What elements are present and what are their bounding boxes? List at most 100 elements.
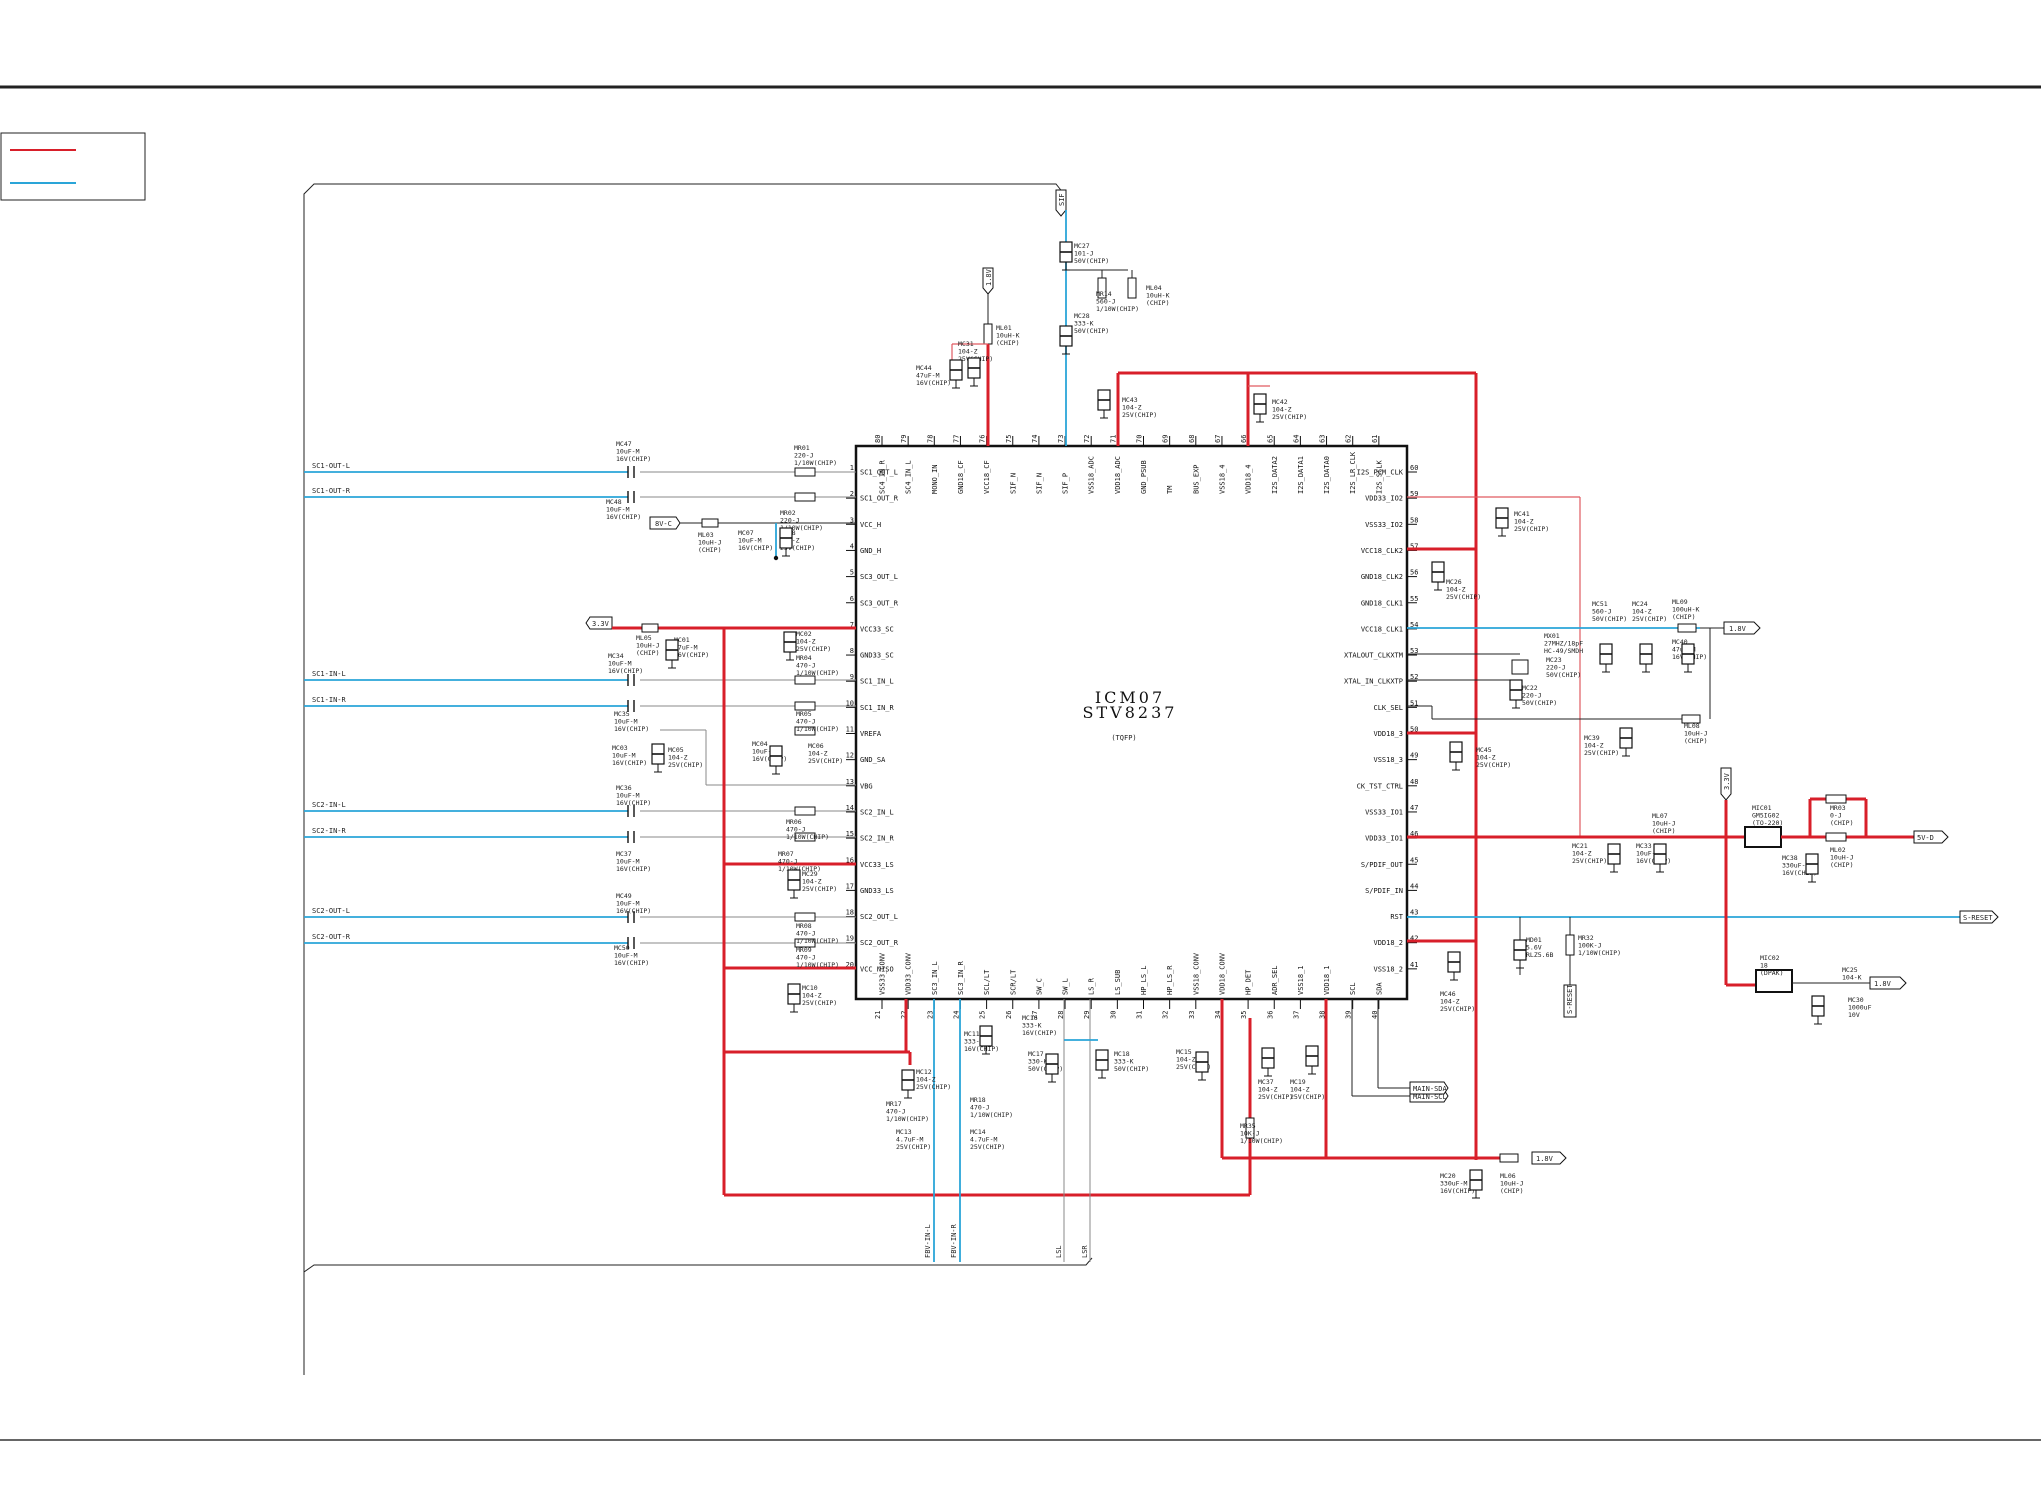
svg-text:3.3V: 3.3V: [592, 620, 610, 628]
pin-name: VCC33_LS: [860, 861, 894, 869]
line-legend: [0, 132, 146, 201]
capacitor-symbol: [1095, 1049, 1109, 1079]
component-text: 104-Z: [802, 878, 822, 886]
pin-name: VSS18_3: [1373, 756, 1403, 764]
pin-number: 40: [1371, 1011, 1379, 1019]
component-text: MR09: [796, 946, 812, 954]
pin-number: 21: [874, 1011, 882, 1019]
ic-ref: ICM07: [1095, 688, 1165, 707]
capacitor-symbol: [1469, 1169, 1483, 1199]
ic-package: (TQFP): [1111, 734, 1136, 742]
capacitor-symbol: [1599, 643, 1613, 673]
component-text: MC24: [1632, 600, 1648, 608]
pin-name: XTALOUT_CLKXTM: [1344, 652, 1403, 660]
pin-name: SC2_OUT_R: [860, 939, 899, 947]
pin-number: 33: [1188, 1011, 1196, 1019]
component-text: 4.7uF-M: [970, 1136, 997, 1144]
pin-name: GND33_SC: [860, 652, 894, 660]
component-text: 104-Z: [1258, 1086, 1278, 1094]
component-text: MC06: [808, 742, 824, 750]
component-text: 50V(CHIP): [1522, 699, 1557, 707]
left-signal-nets: [304, 471, 628, 944]
pin-name: VDD33_IO1: [1365, 835, 1403, 843]
capacitor-symbol: [1261, 1047, 1275, 1077]
component-text: 470-J: [796, 662, 816, 670]
component-text: ML07: [1652, 812, 1668, 820]
component-text: 16V(CHIP): [1440, 1187, 1475, 1195]
pin-number: 14: [846, 804, 854, 812]
left-resistors: [794, 467, 816, 948]
pin-name: GND18_CLK1: [1361, 599, 1403, 607]
pin-name: SC3_OUT_L: [860, 573, 898, 581]
component-text: MC41: [1514, 510, 1530, 518]
pin-number: 56: [1410, 569, 1418, 577]
component-text: 25V(CHIP): [1572, 857, 1607, 865]
component-text: MC12: [916, 1068, 932, 1076]
pin-number: 35: [1240, 1011, 1248, 1019]
component-text: (CHIP): [636, 649, 659, 657]
component-text: MC34: [608, 652, 624, 660]
component-text: 25V(CHIP): [1272, 413, 1307, 421]
pins-left: 1SC1_OUT_L2SC1_OUT_R3VCC_H4GND_H5SC3_OUT…: [846, 464, 899, 973]
component-text: MC03: [612, 744, 628, 752]
pin-name: HP_LS_R: [1166, 965, 1174, 995]
component-text: ML06: [1500, 1172, 1516, 1180]
pin-number: 7: [850, 621, 854, 629]
pin-name: VDD18_1: [1323, 965, 1331, 995]
capacitor-symbol: [769, 745, 783, 775]
component-text: MD01: [1526, 936, 1542, 944]
pin-name: SIF_N: [1035, 473, 1043, 494]
component-text: 16V(CHIP): [614, 725, 649, 733]
pin-number: 71: [1109, 435, 1117, 443]
pin-number: 3: [850, 516, 854, 524]
net-sc1-out-r: SC1-OUT-R: [312, 487, 351, 495]
component-text: 104-Z: [1572, 850, 1592, 858]
pin-number: 63: [1319, 435, 1327, 443]
component-text: MC15: [1176, 1048, 1192, 1056]
component-text: 220-J: [780, 517, 800, 525]
pin-number: 69: [1162, 435, 1170, 443]
top-1v8-feed: 1.8V: [951, 267, 994, 446]
component-text: 104-Z: [802, 992, 822, 1000]
component-text: MR05: [796, 710, 812, 718]
component-text: 0-J: [1830, 812, 1842, 820]
component-text: 104-Z: [958, 348, 978, 356]
capacitor-symbol: [1059, 241, 1073, 271]
component-text: MC50: [614, 944, 630, 952]
component-text: ML09: [1672, 598, 1688, 606]
pin-name: LS_SUB: [1114, 970, 1122, 995]
pin-name: TM: [1166, 486, 1174, 494]
component-text: 10uF-M: [614, 952, 638, 960]
component-text: 25V(CHIP): [1122, 411, 1157, 419]
capacitor-symbol: [1653, 843, 1667, 873]
pin-number: 37: [1292, 1011, 1300, 1019]
component-text: MC14: [970, 1128, 986, 1136]
component-text: 50V(CHIP): [1114, 1065, 1149, 1073]
svg-text:LSL: LSL: [1055, 1245, 1063, 1258]
component-text: 25V(CHIP): [808, 757, 843, 765]
component-text: MR02: [780, 509, 796, 517]
component-text: 50V(CHIP): [1074, 257, 1109, 265]
component-text: 50V(CHIP): [1546, 671, 1581, 679]
svg-text:1.8V: 1.8V: [1874, 980, 1892, 988]
component-text: 10uH-J: [1830, 854, 1854, 862]
component-text: 16V(CHIP): [674, 651, 709, 659]
component-text: 10uF-M: [616, 900, 640, 908]
pin-number: 73: [1057, 435, 1065, 443]
pin-number: 24: [952, 1011, 960, 1019]
pin-name: VSS33_IO2: [1365, 521, 1403, 529]
pin-name: VSS18_4: [1218, 464, 1226, 494]
component-text: 470-J: [778, 858, 798, 866]
pin-number: 39: [1345, 1011, 1353, 1019]
